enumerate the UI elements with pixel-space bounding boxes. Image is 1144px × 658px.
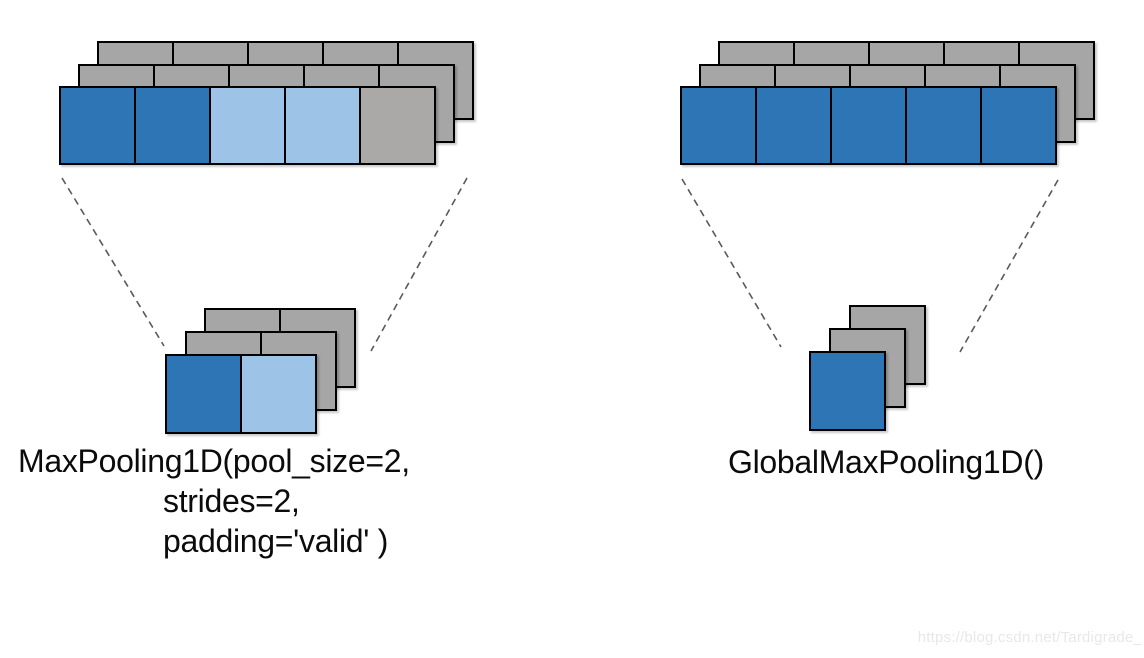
feature-cell	[59, 86, 136, 165]
watermark-text: https://blog.csdn.net/Tardigrade_	[917, 629, 1142, 646]
maxpool-code-line-3: padding='valid' )	[163, 523, 389, 559]
feature-row-front	[165, 354, 317, 434]
feature-cell	[209, 86, 286, 165]
feature-cell	[830, 86, 907, 165]
feature-cell	[134, 86, 211, 165]
feature-row-front	[59, 86, 436, 165]
globalmaxpool-funnel-line-right	[959, 179, 1059, 353]
feature-cell	[284, 86, 361, 165]
feature-row-front	[680, 86, 1057, 165]
feature-cell	[680, 86, 757, 165]
feature-cell	[980, 86, 1057, 165]
feature-cell	[359, 86, 436, 165]
maxpool-code-label: MaxPooling1D(pool_size=2, strides=2, pad…	[18, 441, 410, 561]
maxpool-code-line-2: strides=2,	[163, 483, 300, 519]
feature-cell	[165, 354, 242, 434]
feature-cell	[240, 354, 317, 434]
globalmaxpool-funnel-line-left	[681, 178, 782, 348]
feature-cell	[905, 86, 982, 165]
feature-row-front	[809, 351, 886, 431]
maxpool-code-line-1: MaxPooling1D(pool_size=2,	[18, 443, 410, 479]
maxpool-funnel-line-right	[370, 177, 468, 352]
feature-cell	[755, 86, 832, 165]
feature-cell	[809, 351, 886, 431]
maxpool-funnel-line-left	[61, 177, 165, 347]
globalmaxpool-code-label: GlobalMaxPooling1D()	[728, 444, 1044, 480]
